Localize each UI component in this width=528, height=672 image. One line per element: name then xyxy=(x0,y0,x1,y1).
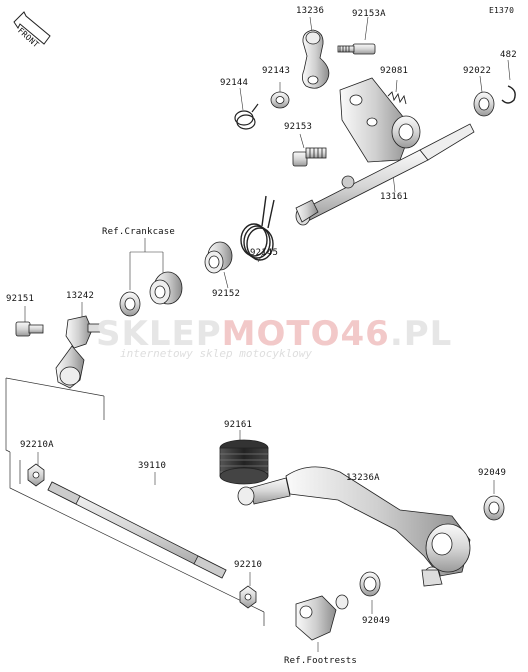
part-13242-lever xyxy=(55,315,103,389)
label-92143: 92143 xyxy=(262,66,291,76)
label-ref-crankcase: Ref.Crankcase xyxy=(102,227,176,237)
part-92210-nut xyxy=(239,585,257,609)
part-13161-shift-shaft xyxy=(295,77,475,226)
part-482-clip xyxy=(501,85,516,104)
part-92049-washer-lower xyxy=(359,571,381,597)
label-92210a: 92210A xyxy=(20,440,54,450)
label-482: 482 xyxy=(500,50,517,60)
part-92143-collar xyxy=(270,91,290,109)
diagram-code: E1370 xyxy=(489,6,515,15)
label-92210: 92210 xyxy=(234,560,263,570)
watermark-brand: SKLEPMOTO46.PL xyxy=(96,314,453,354)
part-92144-spring xyxy=(234,103,259,130)
part-92153a-bolt xyxy=(337,43,376,55)
label-92022: 92022 xyxy=(463,66,492,76)
part-92161-rubber xyxy=(219,439,269,485)
footrest-bracket xyxy=(295,594,349,641)
part-92152-collar xyxy=(204,241,233,274)
part-92145-spring xyxy=(240,195,275,261)
label-92153: 92153 xyxy=(284,122,313,132)
part-92210a-nut xyxy=(27,463,45,487)
label-92152: 92152 xyxy=(212,289,241,299)
label-92153a: 92153A xyxy=(352,9,386,19)
label-13161: 13161 xyxy=(380,192,409,202)
crankcase-bearings xyxy=(119,271,183,317)
label-92144: 92144 xyxy=(220,78,249,88)
watermark-tagline: internetowy sklep motocyklowy xyxy=(120,347,313,360)
part-39110-tie-rod xyxy=(47,481,227,579)
label-92145: 92145 xyxy=(250,248,279,258)
label-ref-footrests: Ref.Footrests xyxy=(284,656,358,666)
part-13236-arm xyxy=(302,29,330,89)
label-13242: 13242 xyxy=(66,291,95,301)
assembly-bracket xyxy=(5,377,265,626)
part-92151-bolt xyxy=(15,321,44,337)
label-92151: 92151 xyxy=(6,294,35,304)
label-92049-upper: 92049 xyxy=(478,468,507,478)
label-92161: 92161 xyxy=(224,420,253,430)
front-arrow-icon xyxy=(13,11,51,45)
part-92049-washer-upper xyxy=(483,495,505,521)
label-13236: 13236 xyxy=(296,6,325,16)
label-13236a: 13236A xyxy=(346,473,380,483)
part-92153-bolt xyxy=(292,147,327,167)
part-13236a-pedal xyxy=(237,466,471,587)
part-92081-spring xyxy=(387,91,407,105)
label-92049-lower: 92049 xyxy=(362,616,391,626)
part-92022-washer xyxy=(473,91,495,117)
label-39110: 39110 xyxy=(138,461,167,471)
label-92081: 92081 xyxy=(380,66,409,76)
